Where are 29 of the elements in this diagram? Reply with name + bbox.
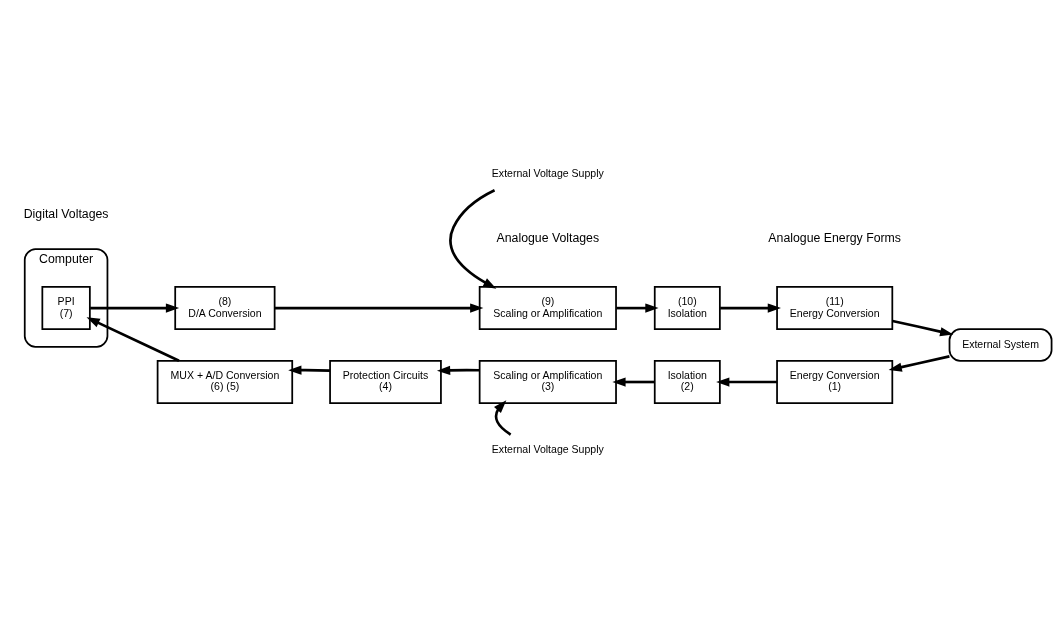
node-box: (11) Energy Conversion: [776, 286, 894, 331]
label: Digital Voltages: [23, 207, 109, 222]
node-box: Scaling or Amplification (3): [478, 360, 617, 404]
arrow: [494, 400, 512, 436]
node-box: (10) Isolation: [653, 286, 721, 331]
node-box: MUX + A/D Conversion (6) (5): [156, 360, 294, 404]
label: Analogue Voltages: [496, 230, 600, 245]
node-box: Protection Circuits (4): [329, 360, 442, 404]
arrow: [616, 303, 659, 313]
node-box: (8) D/A Conversion: [174, 286, 276, 331]
node-box: (9) Scaling or Amplification: [478, 286, 617, 331]
node-box: Energy Conversion (1): [776, 360, 894, 404]
node-box: Isolation (2): [653, 360, 721, 404]
arrow: [716, 377, 777, 387]
arrow: [288, 365, 331, 375]
arrow: [892, 319, 954, 337]
arrow: [90, 303, 180, 313]
arrow: [720, 303, 781, 313]
arrow: [449, 189, 497, 289]
label: Analogue Energy Forms: [768, 230, 901, 245]
arrow: [436, 365, 480, 375]
arrow: [612, 377, 655, 387]
arrow: [888, 355, 950, 372]
node-box: PPI (7): [41, 286, 91, 331]
arrow: [86, 317, 180, 362]
node-text: External Voltage Supply: [491, 167, 604, 180]
node-box: External System: [948, 328, 1053, 362]
node-text: External Voltage Supply: [491, 443, 604, 456]
arrow: [274, 303, 484, 313]
